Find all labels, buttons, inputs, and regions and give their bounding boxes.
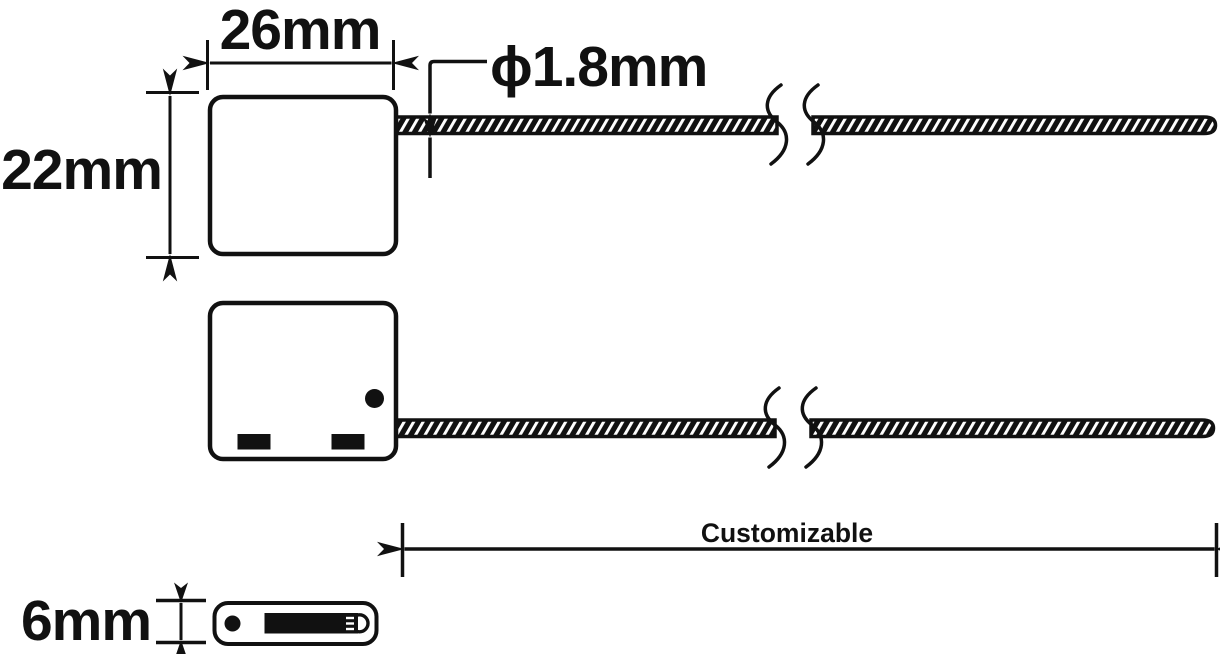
cable-front-left-segment: [394, 115, 779, 136]
body-height-label: 22mm: [1, 138, 162, 202]
cable-back-left-segment: [394, 418, 777, 439]
cable-break-icon: [800, 386, 824, 469]
body-width-label: 26mm: [220, 0, 381, 62]
dimension-cable-length: Customizable: [377, 518, 1220, 577]
dimension-cable-diameter: ϕ1.8mm: [423, 35, 708, 178]
insert-bar: [264, 613, 358, 634]
cable-break-icon: [765, 83, 789, 166]
dimension-seal-thickness: 6mm: [21, 582, 206, 654]
cable-diameter-label: ϕ1.8mm: [490, 35, 707, 99]
cable-length-label: Customizable: [701, 518, 873, 548]
seal-thickness-label: 6mm: [21, 589, 151, 653]
cable-break-icon: [763, 386, 787, 469]
seal-back-view: [207, 300, 1216, 469]
mold-slot-right: [331, 434, 365, 450]
seal-body-front: [207, 94, 399, 257]
cable-back-right-segment: [809, 418, 1216, 439]
insert-bar-notches: [346, 616, 354, 631]
cable-entry-dot: [224, 615, 241, 632]
seal-front-view: [207, 83, 1218, 257]
seal-side-view: [212, 601, 379, 646]
seal-body-back: [207, 300, 399, 462]
dimension-body-height: 22mm: [1, 68, 199, 282]
leader-line-down: [423, 59, 487, 134]
lock-pin-dot: [365, 389, 384, 408]
dimension-body-width: 26mm: [182, 0, 419, 90]
mold-slot-left: [237, 434, 271, 450]
cable-front-right-segment: [811, 115, 1218, 136]
cable-break-icon: [802, 83, 826, 166]
